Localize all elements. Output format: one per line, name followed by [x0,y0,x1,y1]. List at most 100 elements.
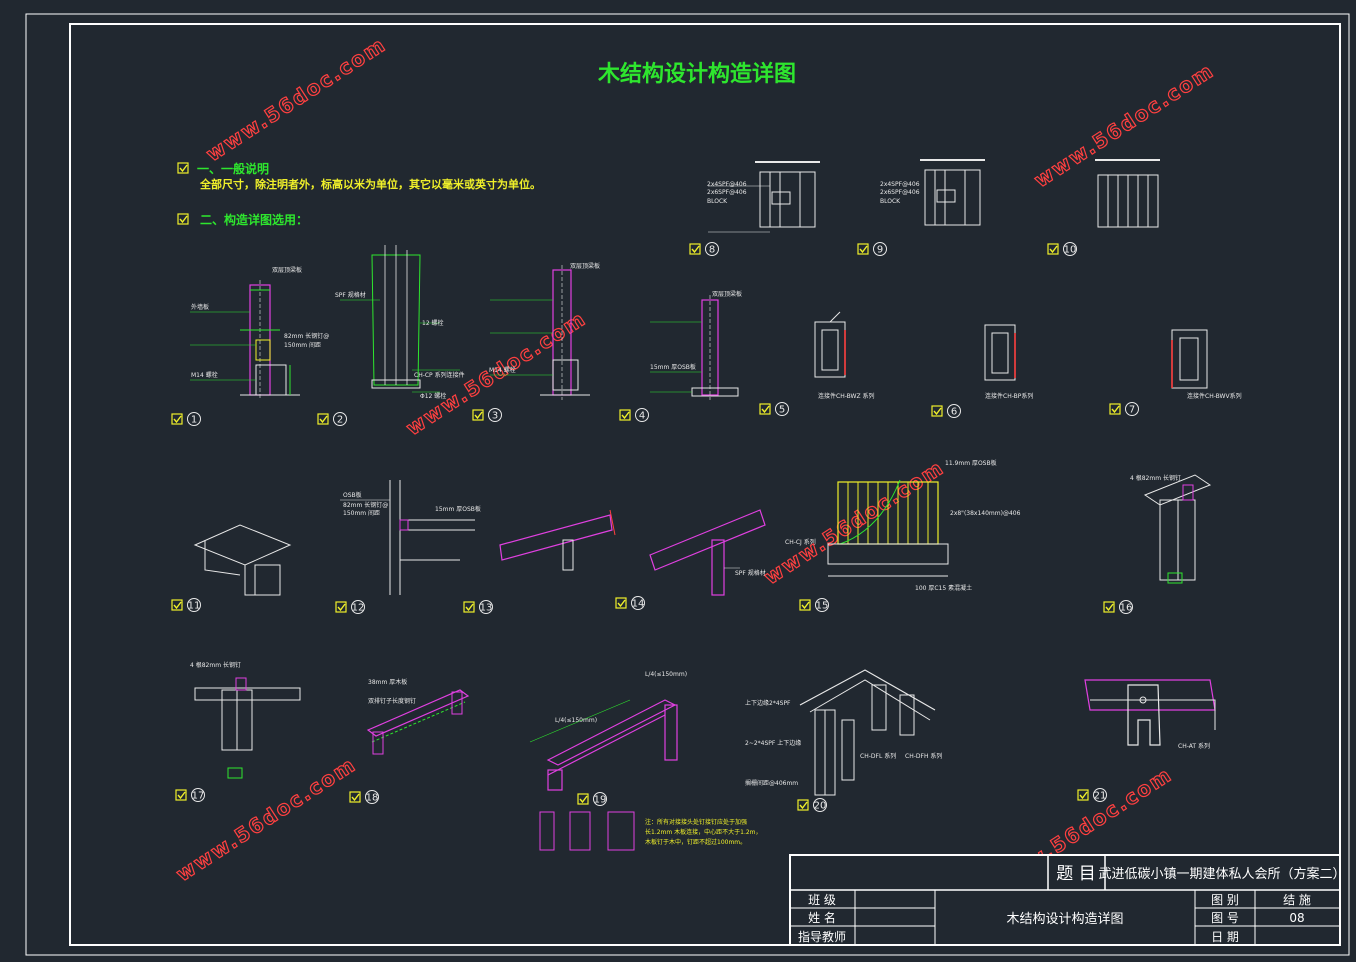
detail-5: 连接件CH-BWZ 系列 [814,311,875,400]
detail-number: 2 [337,415,343,426]
title-block-class-label: 班 级 [808,893,836,907]
detail-8-label-a: 2x4SPF@406 [707,181,747,188]
detail-marker: 12 [335,600,365,614]
detail-15-label-b: 2x8"(38x140mm)@406 [950,510,1021,517]
detail-number: 12 [352,603,365,614]
section1-text: 全部尺寸，除注明者外，标高以米为单位，其它以毫米或英寸为单位。 [199,177,541,191]
checkbox-icon [171,413,183,425]
detail-marker: 7 [1109,402,1139,416]
title-block-number-label: 图 号 [1211,911,1239,925]
detail-20-label-e: 搁栅间距@406mm [745,779,798,787]
detail-number: 8 [709,245,715,256]
checkbox-icon [472,409,484,421]
detail-15-label-d: CH-CJ 系列 [785,538,816,546]
detail-number: 1 [191,415,197,426]
checkbox-icon [689,243,701,255]
watermark-group: www.56doc.com www.56doc.com www.56doc.co… [171,31,1219,896]
detail-marker: 11 [171,598,201,612]
detail-marker: 14 [615,596,645,610]
detail-number: 14 [632,599,645,610]
detail-18-label-a: 38mm 厚木板 [368,678,407,686]
drawing-title: 木结构设计构造详图 [597,61,796,87]
detail-number-circle [631,596,645,610]
detail-1: 双层顶梁板 外墙板 82mm 长钢钉@ 150mm 间距 M14 螺栓 [190,266,329,400]
detail-number-circle [813,798,827,812]
detail-marker: 5 [759,402,789,416]
detail-2-label-b: 12 螺栓 [422,319,444,327]
detail-6-label-a: 连接件CH-BP系列 [985,392,1033,400]
detail-8: 2x4SPF@406 2x6SPF@406 BLOCK [707,161,820,233]
detail-number-circle [187,598,201,612]
checkbox-icon [857,243,869,255]
title-block-category-label: 图 别 [1211,893,1239,907]
detail-number-circle [775,402,789,416]
detail-number: 4 [639,411,645,422]
detail-1-label-a: 双层顶梁板 [272,266,302,274]
checkbox-icon [799,599,811,611]
detail-4: 双层顶梁板 15mm 厚OSB板 [650,290,742,400]
detail-16-label-a: 4 根82mm 长钢钉 [1130,474,1181,482]
checkbox-icon [615,597,627,609]
title-block-topic-label: 题 目 [1056,864,1095,884]
detail-20: 上下边缘2*4SPF 2~2*4SPF 上下边缘 CH-DFL 系列 CH-DF… [745,669,942,796]
detail-number-circle [351,600,365,614]
detail-19-note-3: 木板钉于木中，钉距不超过100mm。 [645,838,746,846]
detail-14-label-a: SPF 规格材 [735,569,766,577]
detail-19-note-2: 长1.2mm 木板连接，中心距不大于1.2m， [645,828,762,836]
checkbox-icon [931,405,943,417]
checkbox-icon [317,413,329,425]
detail-11 [193,524,292,596]
title-block-category-value: 结 施 [1283,893,1311,907]
detail-marker: 6 [931,404,961,418]
checkbox-icon [463,601,475,613]
detail-12-label-a: OSB板 [343,491,362,499]
checkbox-icon [797,799,809,811]
checkbox-icon [171,599,183,611]
detail-9: 2x4SPF@406 2x6SPF@406 BLOCK [880,159,985,226]
detail-number: 20 [814,801,827,812]
detail-18: 38mm 厚木板 双排钉子长度钢钉 [366,678,470,755]
detail-20-label-a: 上下边缘2*4SPF [745,699,791,707]
detail-marker: 20 [797,798,827,812]
checkbox-icon [349,791,361,803]
detail-number: 21 [1094,791,1107,802]
watermark: www.56doc.com [1030,58,1219,192]
detail-15: 11.9mm 厚OSB板 2x8"(38x140mm)@406 100 厚C15… [785,459,1021,592]
detail-9-label-a: 2x4SPF@406 [880,181,920,188]
outer-frame [25,13,1350,956]
detail-17-label-a: 4 根82mm 长钢钉 [190,661,241,669]
detail-2-label-a: SPF 规格材 [335,291,366,299]
section1-heading: 一、一般说明 [197,161,269,176]
title-block-name-label: 姓 名 [808,910,836,925]
detail-21-label-a: CH-AT 系列 [1178,742,1210,750]
detail-number-circle [333,412,347,426]
checkbox-icon [175,789,187,801]
title-block-advisor-label: 指导教师 [798,929,846,944]
detail-marker: 21 [1077,788,1107,802]
detail-marker: 15 [799,598,829,612]
detail-number-circle [1093,788,1107,802]
detail-1-label-c: 82mm 长钢钉@ [284,332,329,340]
detail-21: CH-AT 系列 [1084,679,1216,750]
detail-12-label-d: 15mm 厚OSB板 [435,505,481,513]
detail-number: 9 [877,245,883,256]
detail-number: 7 [1129,405,1135,416]
section2-heading: 二、构造详图选用： [200,212,308,227]
detail-marker: 13 [463,600,493,614]
detail-number-circle [705,242,719,256]
detail-number: 16 [1120,603,1133,614]
detail-7: 连接件CH-BWV系列 [1171,329,1242,400]
detail-19-note-1: 注：所有对接接头处钉接钉应处于加强 [645,818,747,826]
detail-number: 11 [188,601,201,612]
watermark: www.56doc.com [202,32,391,166]
detail-marker: 17 [175,788,205,802]
detail-number-circle [593,792,607,806]
detail-number-circle [187,412,201,426]
detail-number-circle [479,600,493,614]
detail-number-circle [488,408,502,422]
inner-frame [69,23,1341,946]
detail-2: SPF 规格材 12 螺栓 CH-CP 系列连接件 Φ12 螺栓 [335,245,465,400]
detail-marker: 16 [1103,600,1133,614]
detail-number-circle [873,242,887,256]
